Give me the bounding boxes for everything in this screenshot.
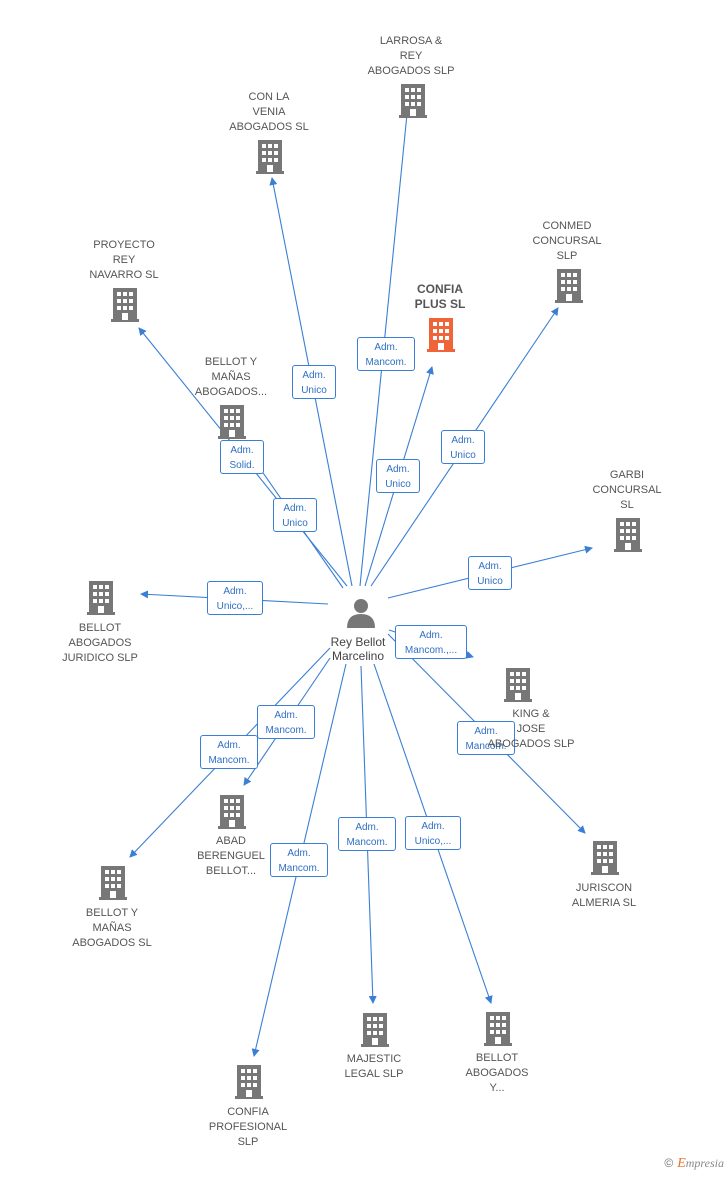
company-name-juriscon[interactable]: JURISCON ALMERIA SL <box>571 882 637 909</box>
building-icon[interactable] <box>361 1013 389 1047</box>
company-name-bellot-manas-sl[interactable]: BELLOT Y MAÑAS ABOGADOS SL <box>72 907 152 949</box>
building-icon[interactable] <box>555 269 583 303</box>
relation-label-confia-profesional[interactable]: Adm. Mancom. <box>270 843 328 877</box>
company-name-confia-profesional[interactable]: CONFIA PROFESIONAL SLP <box>208 1106 288 1148</box>
relation-label-conmed[interactable]: Adm. Unico <box>441 430 485 464</box>
building-icon[interactable] <box>427 318 455 352</box>
building-icon[interactable] <box>235 1065 263 1099</box>
building-icon[interactable] <box>218 795 246 829</box>
building-icon[interactable] <box>99 866 127 900</box>
building-icon[interactable] <box>399 84 427 118</box>
company-name-bellot-abogados-y[interactable]: BELLOT ABOGADOS Y... <box>465 1052 529 1094</box>
company-name-majestic[interactable]: MAJESTIC LEGAL SLP <box>344 1053 404 1080</box>
brand-name: mpresia <box>685 1156 724 1170</box>
company-name-conmed[interactable]: CONMED CONCURSAL SLP <box>532 220 602 262</box>
relation-label-majestic[interactable]: Adm. Mancom. <box>338 817 396 851</box>
company-name-proyecto-rey[interactable]: PROYECTO REY NAVARRO SL <box>89 239 159 281</box>
brand-initial: E <box>677 1156 686 1171</box>
building-icon[interactable] <box>218 405 246 439</box>
relation-label-bellot-juridico[interactable]: Adm. Unico,... <box>207 581 263 615</box>
relation-label-confia-plus[interactable]: Adm. Unico <box>376 459 420 493</box>
building-icon[interactable] <box>256 140 284 174</box>
company-name-bellot-manas-abogados-dots[interactable]: BELLOT Y MAÑAS ABOGADOS... <box>194 356 268 398</box>
relation-label-bellot-manas-abogados-dots[interactable]: Adm. Solid. <box>220 440 264 474</box>
company-name-king-jose[interactable]: KING & JOSE ABOGADOS SLP <box>487 708 575 750</box>
relation-label-garbi[interactable]: Adm. Unico <box>468 556 512 590</box>
building-icon[interactable] <box>614 518 642 552</box>
relation-label-bellot-abogados-y[interactable]: Adm. Unico,... <box>405 816 461 850</box>
relation-label-abad-berenguel[interactable]: Adm. Mancom. <box>257 705 315 739</box>
company-name-bellot-juridico[interactable]: BELLOT ABOGADOS JURIDICO SLP <box>62 622 138 664</box>
relation-label-bellot-manas-sl[interactable]: Adm. Mancom. <box>200 735 258 769</box>
building-icon[interactable] <box>484 1012 512 1046</box>
company-name-abad-berenguel[interactable]: ABAD BERENGUEL BELLOT... <box>197 835 265 877</box>
relation-label-con-la-venia[interactable]: Adm. Unico <box>292 365 336 399</box>
relation-label-larrosa[interactable]: Adm. Mancom. <box>357 337 415 371</box>
relation-label-king-jose[interactable]: Adm. Mancom.,... <box>395 625 467 659</box>
building-icon[interactable] <box>87 581 115 615</box>
company-name-confia-plus[interactable]: CONFIA PLUS SL <box>414 282 466 311</box>
relation-label-proyecto-rey[interactable]: Adm. Unico <box>273 498 317 532</box>
building-icon[interactable] <box>591 841 619 875</box>
relation-label-juriscon[interactable]: Adm. Mancom. <box>457 721 515 755</box>
center-person-name[interactable]: Rey Bellot Marcelino <box>330 635 386 663</box>
building-icon[interactable] <box>111 288 139 322</box>
person-icon[interactable] <box>347 599 375 628</box>
company-name-con-la-venia[interactable]: CON LA VENIA ABOGADOS SL <box>229 91 309 133</box>
copyright-symbol: © <box>664 1156 674 1170</box>
company-name-garbi[interactable]: GARBI CONCURSAL SL <box>592 469 662 511</box>
company-name-larrosa[interactable]: LARROSA & REY ABOGADOS SLP <box>367 35 455 77</box>
building-icon[interactable] <box>504 668 532 702</box>
watermark: ©Empresia <box>664 1156 724 1172</box>
